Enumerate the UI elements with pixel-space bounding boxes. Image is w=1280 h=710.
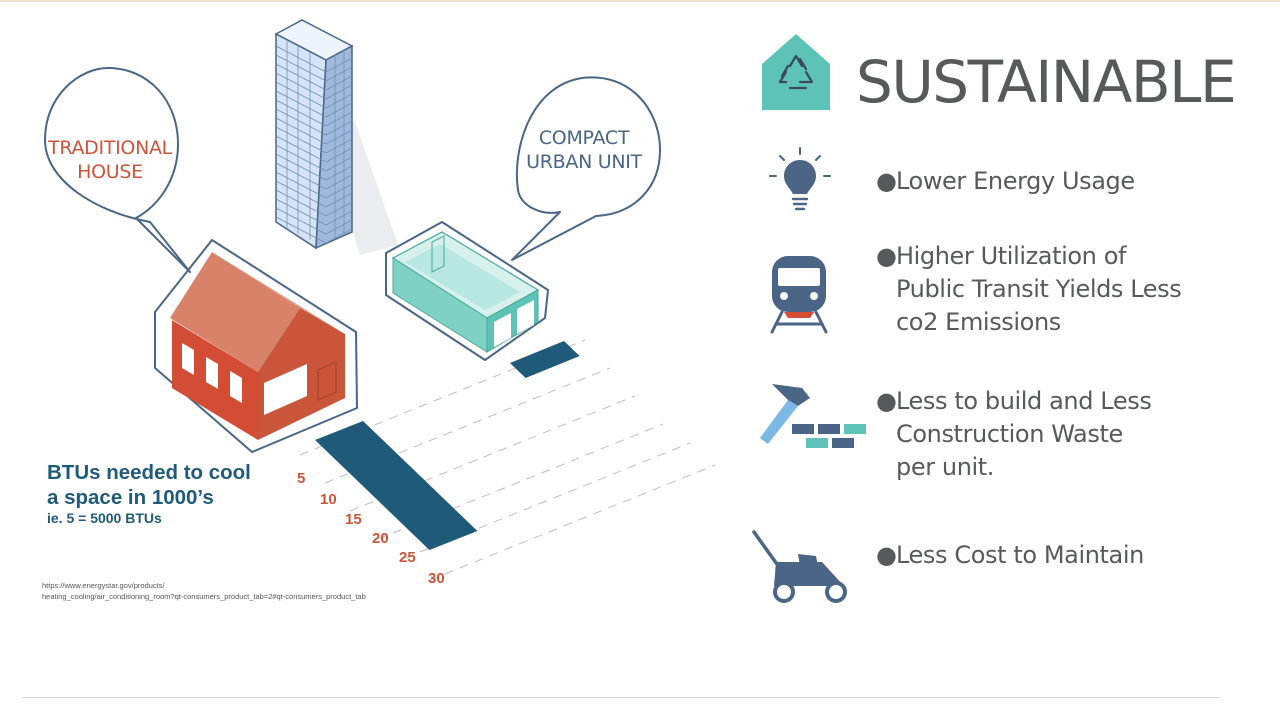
traditional-house-bubble: [44, 67, 191, 273]
hammer-bricks-icon: [760, 384, 866, 448]
btu-bar-compact-unit: [510, 341, 580, 378]
house-windows: [182, 343, 307, 415]
btu-note: ie. 5 = 5000 BTUs: [47, 510, 162, 526]
page-title: SUSTAINABLE: [856, 48, 1237, 116]
house-recycle-icon: [762, 34, 830, 110]
btu-illustration: [44, 19, 716, 581]
lawnmower-icon: [752, 530, 847, 603]
btu-title: BTUs needed to cool a space in 1000’s: [47, 461, 251, 509]
unit-window: [517, 300, 534, 334]
train-icon: [770, 256, 828, 334]
house-roof-side: [212, 252, 345, 334]
bottom-rule: [22, 697, 1220, 698]
traditional-house-label: TRADITIONAL HOUSE: [48, 137, 172, 183]
scale-tick: 20: [372, 530, 389, 547]
top-rule: [0, 0, 1280, 2]
unit-window: [494, 313, 511, 347]
scale-tick: 5: [297, 470, 306, 487]
scale-tick: 10: [320, 491, 337, 508]
btu-bars: [315, 341, 580, 550]
scale-tick: 25: [399, 549, 416, 566]
tower: [274, 19, 354, 250]
unit-door: [431, 235, 445, 273]
source-citation: https://www.energystar.gov/products/ hea…: [42, 581, 366, 601]
feature-public-transit: ● Higher Utilization of Public Transit Y…: [876, 242, 1182, 336]
house-roof-front: [170, 252, 300, 372]
house-door: [317, 361, 337, 401]
compact-unit-label: COMPACT URBAN UNIT: [526, 127, 642, 173]
feature-lower-energy: ● Lower Energy Usage: [876, 167, 1135, 195]
btu-bar-traditional-house: [315, 421, 478, 550]
scale-tick: 15: [345, 511, 362, 528]
feature-construction-waste: ● Less to build and Less Construction Wa…: [876, 387, 1152, 481]
unit-inner: [405, 244, 520, 310]
feature-maintain-cost: ● Less Cost to Maintain: [876, 541, 1144, 569]
lightbulb-icon: [769, 147, 831, 211]
scale-tick: 30: [428, 570, 445, 587]
compact-unit-bubble: [511, 76, 661, 261]
